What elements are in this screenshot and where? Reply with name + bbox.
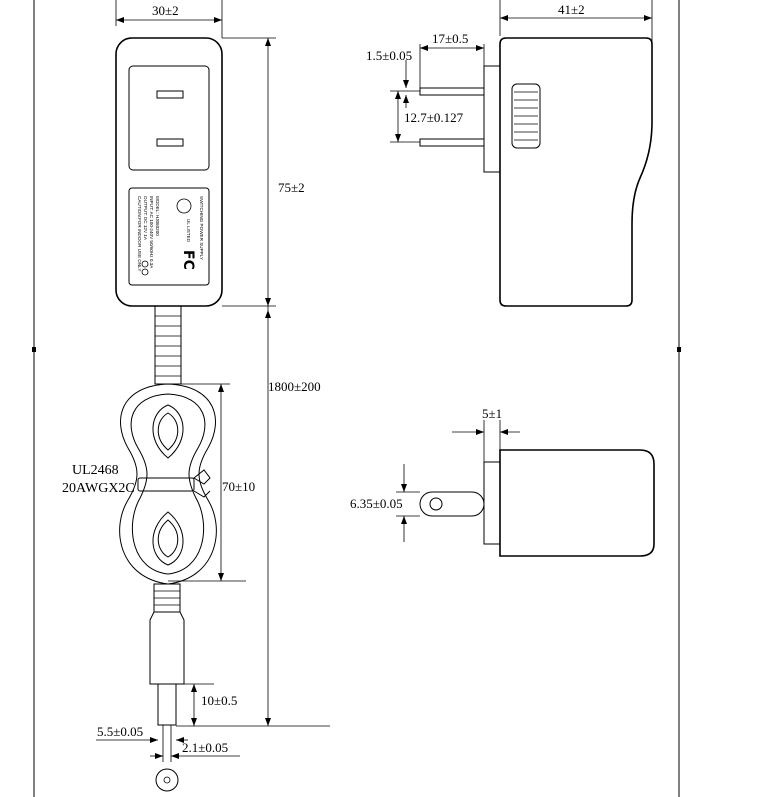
blade-slot-bottom	[156, 138, 184, 147]
top-view	[419, 449, 655, 557]
side-view	[419, 37, 653, 307]
ce-mark-icon	[141, 260, 149, 268]
dim-blade-spacing: 12.7±0.127	[404, 110, 464, 125]
label-line-1: SWITCHING POWER SUPPLY	[199, 196, 204, 260]
cable-tie	[137, 477, 195, 492]
blade-top-view	[419, 491, 485, 517]
label-line-3: INPUT: AC 100-240V 50/60Hz 0.3A	[149, 196, 154, 269]
label-line-2: MODEL: HJ060200	[155, 196, 160, 236]
svg-text:UL LISTED: UL LISTED	[186, 219, 191, 243]
plug-end-view	[155, 768, 179, 792]
top-dimensions: 5±1 6.35±0.05	[350, 406, 520, 542]
label-panel	[128, 187, 210, 286]
front-view: SWITCHING POWER SUPPLY MODEL: HJ060200 I…	[62, 37, 223, 792]
label-line-5: CAUTION:FOR INDOOR USE ONLY	[137, 196, 142, 271]
dim-blade-thickness: 1.5±0.05	[366, 48, 412, 63]
dim-front-width: 30±2	[152, 3, 179, 18]
dim-plug-outer-dia: 5.5±0.05	[97, 724, 143, 739]
adapter-body-side	[499, 37, 653, 307]
front-dimensions: 30±2 75±2 1800±200 70±10 10±0.5 5.5±0.05	[96, 0, 330, 759]
grip-ridges	[511, 83, 541, 149]
dim-plug-inner-dia: 2.1±0.05	[182, 740, 228, 755]
cable-label-line1: UL2468	[72, 463, 119, 478]
adapter-body-top	[499, 449, 655, 557]
blade-top-side	[419, 87, 485, 96]
plug-face	[128, 65, 210, 171]
dc-plug	[149, 583, 185, 792]
side-dimensions: 41±2 17±0.5 1.5±0.05 12.7±0.127	[366, 0, 653, 143]
dim-coil-height: 70±10	[222, 479, 255, 494]
ul-listed-icon: UL LISTED	[176, 198, 192, 243]
dim-blade-width: 5±1	[482, 406, 502, 421]
dim-blade-height: 6.35±0.05	[350, 496, 403, 511]
strain-relief	[154, 305, 182, 385]
page-frame	[32, 0, 681, 797]
fcc-mark-icon: FC	[180, 250, 196, 270]
cable-label-line2: 20AWGX2C	[62, 481, 135, 496]
dim-side-width: 41±2	[558, 2, 585, 17]
label-line-4: OUTPUT: DC 12V 1A	[143, 196, 148, 241]
dim-blade-length: 17±0.5	[432, 31, 468, 46]
blade-slot-top	[156, 90, 184, 99]
adapter-body-front	[115, 37, 223, 307]
dim-body-height: 75±2	[278, 180, 305, 195]
product-label: SWITCHING POWER SUPPLY MODEL: HJ060200 I…	[137, 196, 204, 271]
dim-plug-tip-length: 10±0.5	[201, 693, 237, 708]
blade-bottom-side	[419, 138, 485, 147]
dim-cable-length: 1800±200	[268, 379, 321, 394]
